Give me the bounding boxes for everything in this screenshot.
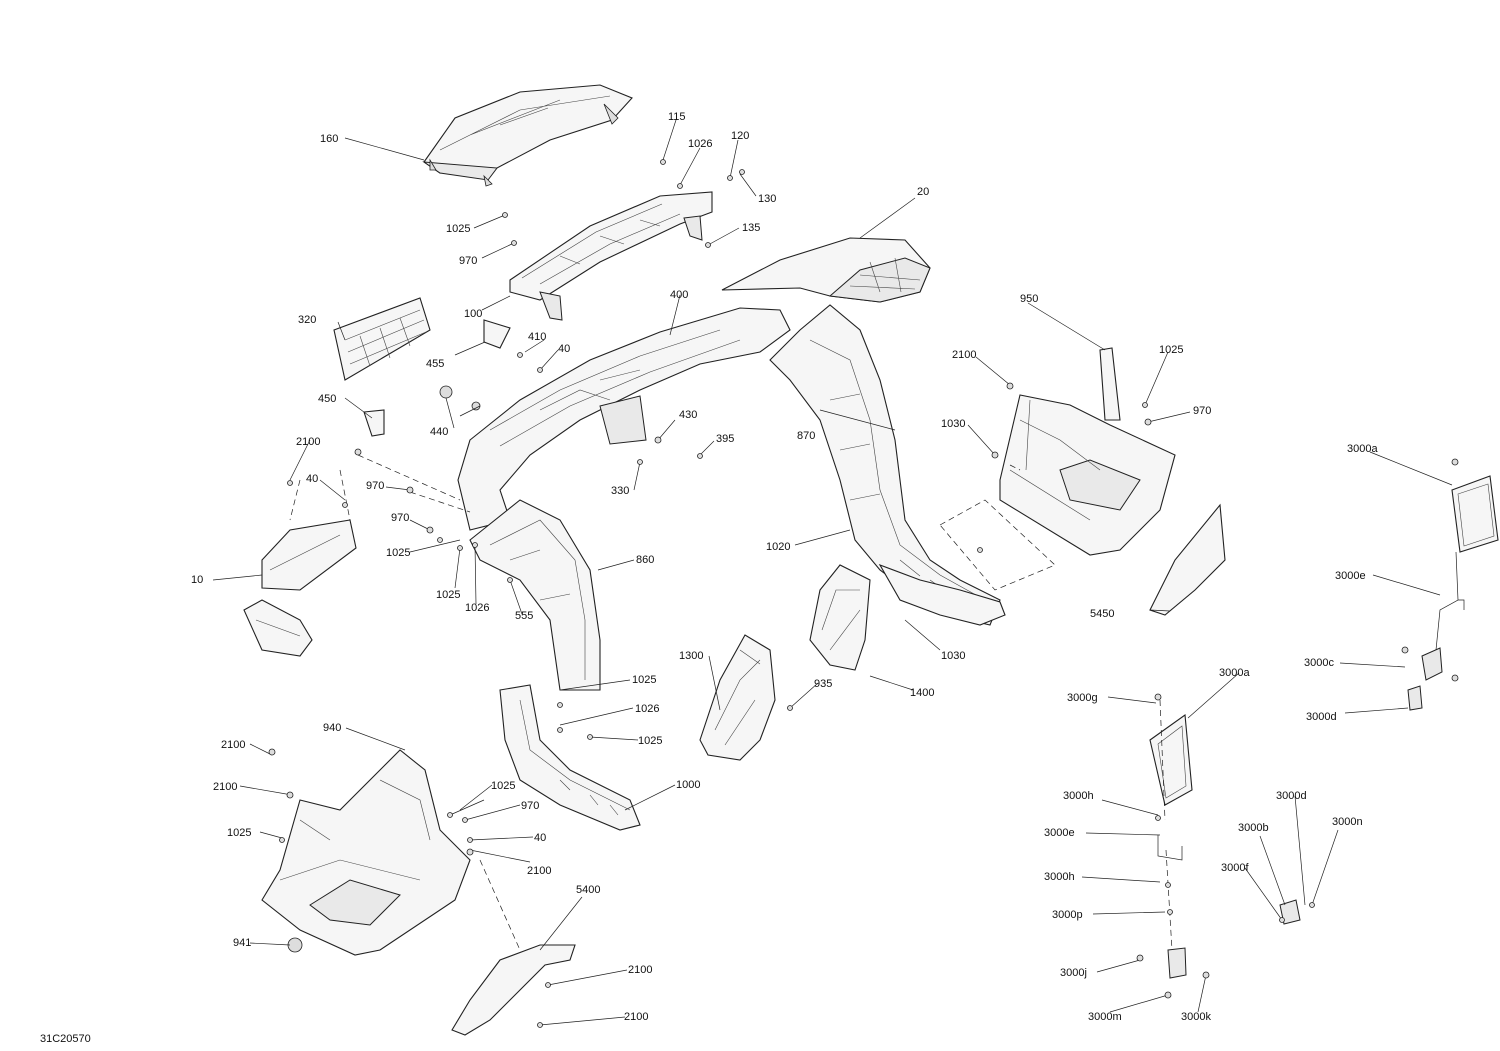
callout-3000n: 3000n: [1332, 816, 1363, 828]
part-940-floor-box: [261, 749, 471, 956]
callout-3000h: 3000h: [1063, 790, 1094, 802]
callout-1026: 1026: [465, 602, 490, 614]
callout-455: 455: [426, 358, 445, 370]
callout-450: 450: [318, 393, 337, 405]
callout-1025: 1025: [491, 780, 516, 792]
part-1400-side-panel: [809, 564, 871, 671]
part-3000-mirror-lower: [1149, 713, 1301, 979]
callout-3000j: 3000j: [1060, 967, 1087, 979]
callout-1030: 1030: [941, 418, 966, 430]
callout-970: 970: [391, 512, 410, 524]
callout-3000e: 3000e: [1044, 827, 1075, 839]
callout-3000g: 3000g: [1067, 692, 1098, 704]
callout-40: 40: [534, 832, 547, 844]
callout-1020: 1020: [766, 541, 791, 553]
leader-lines: [212, 119, 1453, 1026]
document-code: 31C20570: [40, 1033, 91, 1045]
callout-1026: 1026: [688, 138, 713, 150]
part-100-bracket: [509, 191, 713, 321]
part-1020-sill: [878, 563, 1006, 626]
callout-3000a: 3000a: [1347, 443, 1378, 455]
callout-1025: 1025: [227, 827, 252, 839]
callout-2100: 2100: [296, 436, 321, 448]
callout-941: 941: [233, 937, 252, 949]
callout-555: 555: [515, 610, 534, 622]
part-320-grille: [333, 297, 431, 381]
callout-950: 950: [1020, 293, 1039, 305]
callout-3000d: 3000d: [1276, 790, 1307, 802]
callout-970: 970: [459, 255, 478, 267]
callout-3000c: 3000c: [1304, 657, 1334, 669]
callout-3000k: 3000k: [1181, 1011, 1211, 1023]
part-455-trim: [483, 319, 511, 349]
callout-100: 100: [464, 308, 483, 320]
part-870-pillar: [769, 304, 1001, 626]
callout-40: 40: [558, 343, 571, 355]
callout-330: 330: [611, 485, 630, 497]
callout-115: 115: [668, 111, 686, 123]
callout-1400: 1400: [910, 687, 935, 699]
callout-2100: 2100: [628, 964, 653, 976]
callout-970: 970: [521, 800, 540, 812]
callout-395: 395: [716, 433, 735, 445]
part-10-panel: [243, 519, 357, 657]
callout-160: 160: [320, 133, 339, 145]
callout-935: 935: [814, 678, 833, 690]
callout-3000m: 3000m: [1088, 1011, 1122, 1023]
callout-970: 970: [366, 480, 385, 492]
callout-1025: 1025: [386, 547, 411, 559]
callout-10: 10: [191, 574, 204, 586]
callout-3000d: 3000d: [1306, 711, 1337, 723]
callout-3000b: 3000b: [1238, 822, 1269, 834]
callout-3000h: 3000h: [1044, 871, 1075, 883]
callout-135: 135: [742, 222, 761, 234]
part-5400-guard: [451, 944, 576, 1036]
callout-3000e: 3000e: [1335, 570, 1366, 582]
callout-400: 400: [670, 289, 689, 301]
callout-1300: 1300: [679, 650, 704, 662]
callout-3000p: 3000p: [1052, 909, 1083, 921]
callout-120: 120: [731, 130, 750, 142]
callout-1025: 1025: [632, 674, 657, 686]
callout-970: 970: [1193, 405, 1212, 417]
callout-1000: 1000: [676, 779, 701, 791]
part-1000-sill: [499, 684, 641, 831]
part-1300-side-panel: [699, 634, 776, 761]
callout-320: 320: [298, 314, 317, 326]
callout-940: 940: [323, 722, 342, 734]
part-860-pillar: [469, 499, 601, 691]
callout-2100: 2100: [952, 349, 977, 361]
callout-2100: 2100: [213, 781, 238, 793]
callout-130: 130: [758, 193, 777, 205]
callout-430: 430: [679, 409, 698, 421]
callout-2100: 2100: [527, 865, 552, 877]
part-450-trim: [363, 409, 385, 437]
callout-3000f: 3000f: [1221, 862, 1249, 874]
callout-2100: 2100: [624, 1011, 649, 1023]
callout-1030: 1030: [941, 650, 966, 662]
callout-410: 410: [528, 331, 547, 343]
part-950-floor-box: [999, 347, 1176, 556]
callout-20: 20: [917, 186, 930, 198]
callout-860: 860: [636, 554, 655, 566]
callout-1025: 1025: [436, 589, 461, 601]
callout-1025: 1025: [446, 223, 471, 235]
part-20-panel: [721, 237, 931, 303]
callout-3000a: 3000a: [1219, 667, 1250, 679]
part-160-top-cover: [422, 84, 633, 187]
fasteners: [268, 159, 1459, 1028]
callout-440: 440: [430, 426, 449, 438]
part-3000-mirror-upper: [1407, 475, 1499, 711]
part-5450-guard: [1149, 503, 1226, 616]
callout-5400: 5400: [576, 884, 601, 896]
part-400-main-frame: [439, 307, 791, 531]
callout-2100: 2100: [221, 739, 246, 751]
callout-1025: 1025: [638, 735, 663, 747]
callout-1026: 1026: [635, 703, 660, 715]
callout-1025: 1025: [1159, 344, 1184, 356]
callout-870: 870: [797, 430, 816, 442]
callout-40: 40: [306, 473, 319, 485]
callout-5450: 5450: [1090, 608, 1115, 620]
